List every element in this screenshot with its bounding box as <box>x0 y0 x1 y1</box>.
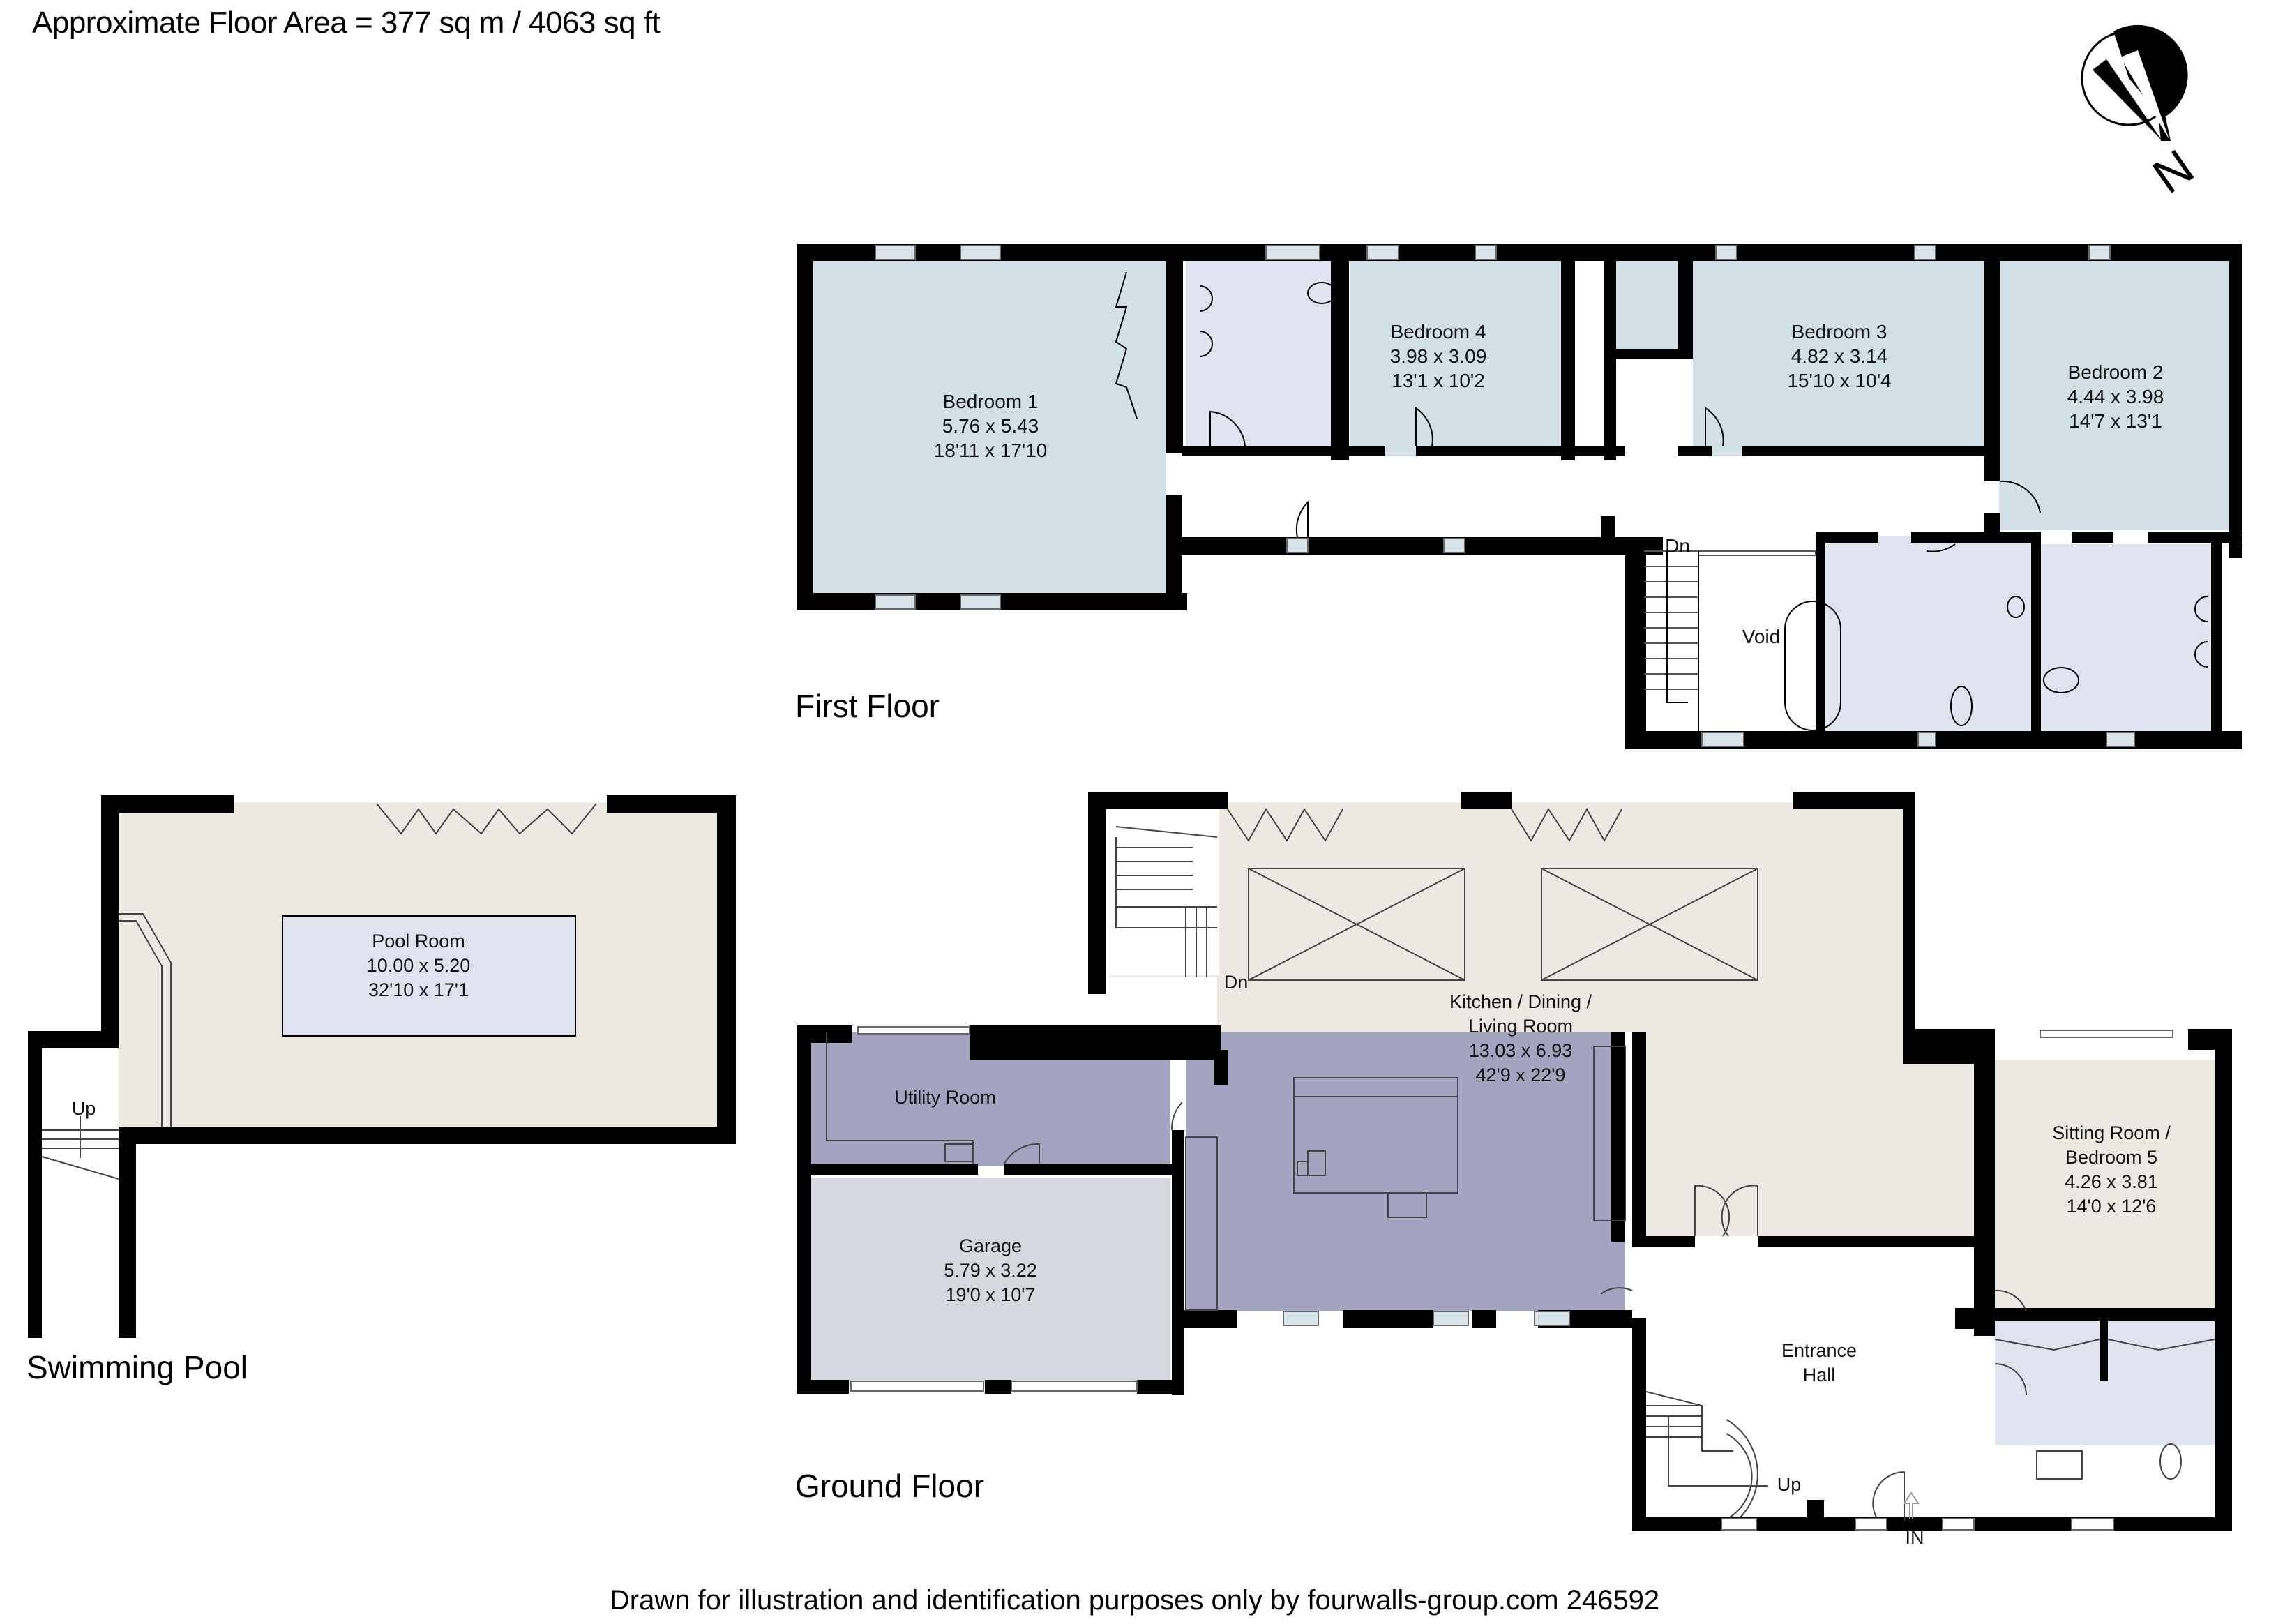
first-floor-windows <box>875 245 2135 747</box>
bedroom-4-name: Bedroom 4 <box>1391 321 1486 343</box>
bedroom-1-name: Bedroom 1 <box>943 391 1039 412</box>
pool-walls <box>28 795 736 1338</box>
kitchen-name-line1: Kitchen / Dining / <box>1449 991 1592 1012</box>
garage-name: Garage <box>959 1235 1022 1256</box>
kitchen-area <box>1186 1032 1625 1311</box>
family-bathroom-area <box>1825 536 2031 731</box>
pool-room-imperial: 32'10 x 17'1 <box>368 979 469 1000</box>
bedroom-1-area <box>806 258 1166 603</box>
garage-imperial: 19'0 x 10'7 <box>946 1284 1036 1305</box>
sitting-room-name-line2: Bedroom 5 <box>2065 1147 2157 1168</box>
bedroom-3-imperial: 15'10 x 10'4 <box>1787 370 1891 391</box>
bedroom-2-metric: 4.44 x 3.98 <box>2067 386 2164 407</box>
bedroom-4-imperial: 13'1 x 10'2 <box>1392 370 1485 391</box>
entrance-hall-line2: Hall <box>1803 1364 1836 1385</box>
sitting-room-name-line1: Sitting Room / <box>2052 1122 2171 1143</box>
bedroom-1-metric: 5.76 x 5.43 <box>942 415 1039 437</box>
bedroom-4-area <box>1350 260 1567 456</box>
bedroom-1-imperial: 18'11 x 17'10 <box>934 439 1048 461</box>
swimming-pool-label: Swimming Pool <box>27 1349 248 1385</box>
footer-disclaimer: Drawn for illustration and identificatio… <box>609 1585 1660 1616</box>
ground-stairs-up-label: Up <box>1777 1474 1802 1495</box>
garage-area <box>808 1178 1170 1387</box>
north-compass-icon: N <box>2081 24 2203 195</box>
bedroom-2-name: Bedroom 2 <box>2068 361 2164 383</box>
kitchen-metric: 13.03 x 6.93 <box>1469 1040 1573 1061</box>
garage-metric: 5.79 x 3.22 <box>944 1260 1037 1281</box>
ground-floor-fixtures <box>826 807 2215 1521</box>
bedroom-3-metric: 4.82 x 3.14 <box>1791 345 1888 367</box>
ground-floor-windows <box>850 1026 2173 1531</box>
first-floor-stairs-dn-label: Dn <box>1665 535 1690 557</box>
pool-room-name: Pool Room <box>372 931 465 952</box>
ground-stairs-dn-label: Dn <box>1224 972 1249 993</box>
bedroom-3-name: Bedroom 3 <box>1792 321 1887 343</box>
sitting-room-imperial: 14'0 x 12'6 <box>2067 1196 2157 1217</box>
kitchen-living-area <box>1109 802 1983 1236</box>
floor-area-heading: Approximate Floor Area = 377 sq m / 4063… <box>32 6 661 40</box>
void-label: Void <box>1742 626 1781 647</box>
ground-floor-walls <box>797 792 2232 1531</box>
kitchen-name-line2: Living Room <box>1468 1016 1573 1037</box>
pool-room-metric: 10.00 x 5.20 <box>367 955 471 976</box>
bedroom-2-area <box>1999 260 2229 530</box>
bedroom-4-metric: 3.98 x 3.09 <box>1390 345 1487 367</box>
shower-room-area <box>2040 544 2211 731</box>
kitchen-imperial: 42'9 x 22'9 <box>1476 1065 1566 1085</box>
first-floor-label: First Floor <box>795 688 940 724</box>
entrance-in-label: IN <box>1906 1527 1924 1548</box>
ground-floor-label: Ground Floor <box>795 1468 985 1504</box>
sitting-room-metric: 4.26 x 3.81 <box>2065 1171 2158 1192</box>
entrance-hall-line1: Entrance <box>1781 1340 1857 1361</box>
pool-stairs-up-label: Up <box>72 1098 96 1119</box>
sitting-room-area <box>1995 1060 2230 1311</box>
pool-basin <box>282 915 576 1037</box>
stairwell-area <box>1106 808 1219 975</box>
utility-room-name: Utility Room <box>894 1087 996 1108</box>
bedroom-2-imperial: 14'7 x 13'1 <box>2069 410 2162 432</box>
bedroom-3-area <box>1693 260 1986 456</box>
entrance-arrow-icon <box>1903 1491 1920 1519</box>
